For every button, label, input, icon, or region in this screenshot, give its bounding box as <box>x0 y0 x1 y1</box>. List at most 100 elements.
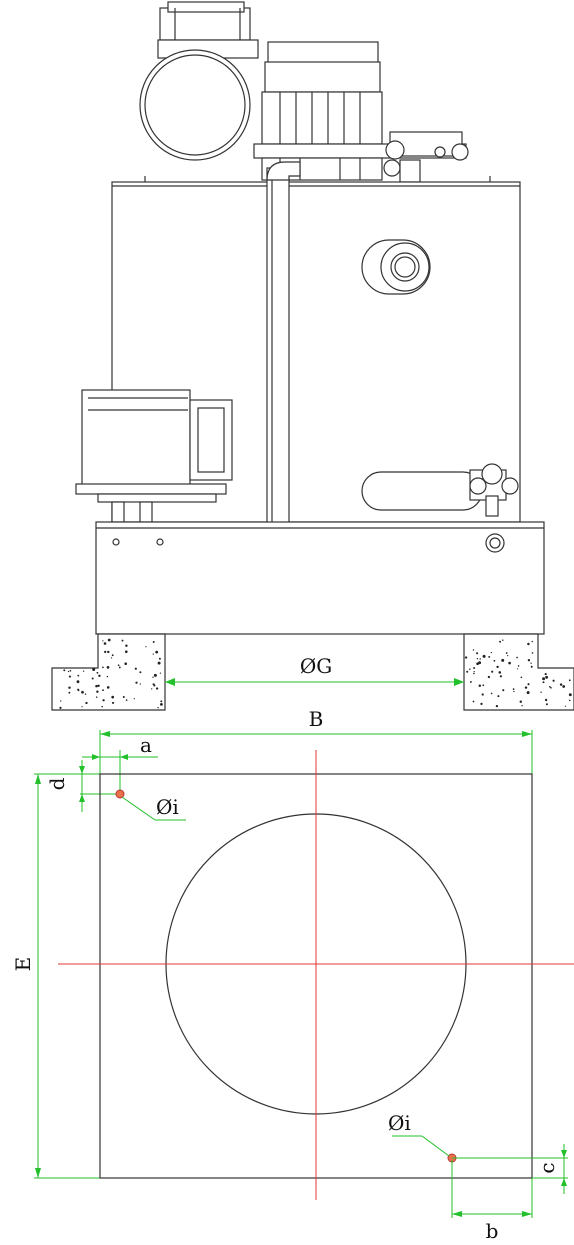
concrete-speck <box>125 650 128 653</box>
concrete-speck <box>155 650 159 654</box>
concrete-speck <box>501 658 505 662</box>
concrete-speck <box>133 698 135 700</box>
foundation-right <box>463 633 574 711</box>
concrete-speck <box>559 683 563 686</box>
concrete-speck <box>92 668 96 671</box>
concrete-speck <box>68 686 71 689</box>
concrete-speck <box>160 700 163 703</box>
concrete-speck <box>481 693 484 696</box>
concrete-speck <box>495 704 499 708</box>
label-bolt-hole-top: Øi <box>156 795 179 819</box>
concrete-speck <box>544 673 547 676</box>
concrete-speck <box>96 690 99 693</box>
concrete-speck <box>67 670 70 673</box>
concrete-speck <box>102 689 104 692</box>
concrete-speck <box>482 684 485 687</box>
concrete-speck <box>512 688 515 690</box>
concrete-speck <box>542 681 545 684</box>
concrete-speck <box>517 668 519 670</box>
label-offset-b: b <box>486 1219 499 1243</box>
concrete-speck <box>469 668 471 670</box>
concrete-speck <box>521 705 523 707</box>
dimension-offset-c: c <box>452 1144 568 1194</box>
gear-reducer <box>157 1 259 59</box>
dimension-width: B <box>99 707 533 774</box>
concrete-speck <box>124 662 127 665</box>
concrete-speck <box>490 692 493 695</box>
dimension-foundation-diameter: ØG <box>165 654 464 686</box>
concrete-speck <box>527 683 530 686</box>
concrete-speck <box>69 669 72 672</box>
dimension-length: E <box>11 773 100 1179</box>
concrete-speck <box>473 667 476 669</box>
elevation-view: ØG <box>51 1 574 711</box>
concrete-speck <box>77 674 80 677</box>
concrete-speck <box>487 675 491 679</box>
concrete-speck <box>499 675 503 678</box>
concrete-speck <box>545 675 549 679</box>
concrete-speck <box>118 666 121 669</box>
concrete-speck <box>568 699 571 702</box>
concrete-speck <box>482 654 486 658</box>
concrete-speck <box>106 666 110 669</box>
label-offset-d: d <box>45 777 69 790</box>
bolt-hole-top-left: Øi <box>115 789 186 821</box>
concrete-speck <box>473 670 475 673</box>
concrete-speck <box>478 684 482 688</box>
concrete-speck <box>152 653 154 655</box>
pump-assembly <box>253 41 469 183</box>
concrete-speck <box>497 695 500 698</box>
sight-port <box>361 239 431 295</box>
concrete-speck <box>496 665 499 669</box>
dimension-offset-b: b <box>451 1160 533 1243</box>
concrete-speck <box>493 659 496 662</box>
concrete-speck <box>490 651 492 654</box>
concrete-speck <box>96 671 99 674</box>
concrete-speck <box>505 652 508 654</box>
concrete-speck <box>153 673 157 677</box>
concrete-speck <box>68 691 71 694</box>
concrete-speck <box>545 703 548 706</box>
concrete-speck <box>469 680 472 683</box>
concrete-speck <box>464 656 468 659</box>
concrete-speck <box>552 679 555 682</box>
concrete-speck <box>507 655 509 657</box>
concrete-speck <box>527 659 531 662</box>
concrete-speck <box>491 670 494 673</box>
concrete-speck <box>158 657 161 660</box>
concrete-speck <box>68 675 71 678</box>
concrete-speck <box>134 667 137 670</box>
concrete-speck <box>531 640 533 643</box>
label-offset-c: c <box>535 1162 559 1173</box>
concrete-speck <box>101 705 103 708</box>
concrete-speck <box>63 669 66 672</box>
label-foundation-diameter: ØG <box>300 654 332 678</box>
concrete-speck <box>135 681 138 684</box>
concrete-speck <box>102 699 105 702</box>
concrete-speck <box>155 687 159 690</box>
concrete-speck <box>499 640 502 643</box>
concrete-speck <box>516 656 518 659</box>
concrete-speck <box>111 654 114 657</box>
concrete-speck <box>125 699 128 701</box>
concrete-speck <box>478 661 482 665</box>
concrete-speck <box>77 688 80 691</box>
concrete-speck <box>81 690 84 694</box>
concrete-speck <box>84 693 87 695</box>
concrete-speck <box>98 674 101 677</box>
label-length: E <box>11 957 35 972</box>
concrete-speck <box>106 675 109 678</box>
concrete-speck <box>476 652 479 655</box>
concrete-speck <box>564 705 567 707</box>
label-width: B <box>309 707 324 731</box>
concrete-speck <box>502 689 505 692</box>
concrete-speck <box>488 655 491 658</box>
concrete-speck <box>76 680 80 684</box>
dimension-offset-a: a <box>82 733 158 790</box>
concrete-speck <box>139 671 142 674</box>
concrete-speck <box>498 671 502 674</box>
concrete-speck <box>524 686 528 689</box>
concrete-speck <box>549 685 551 688</box>
concrete-speck <box>520 676 523 679</box>
